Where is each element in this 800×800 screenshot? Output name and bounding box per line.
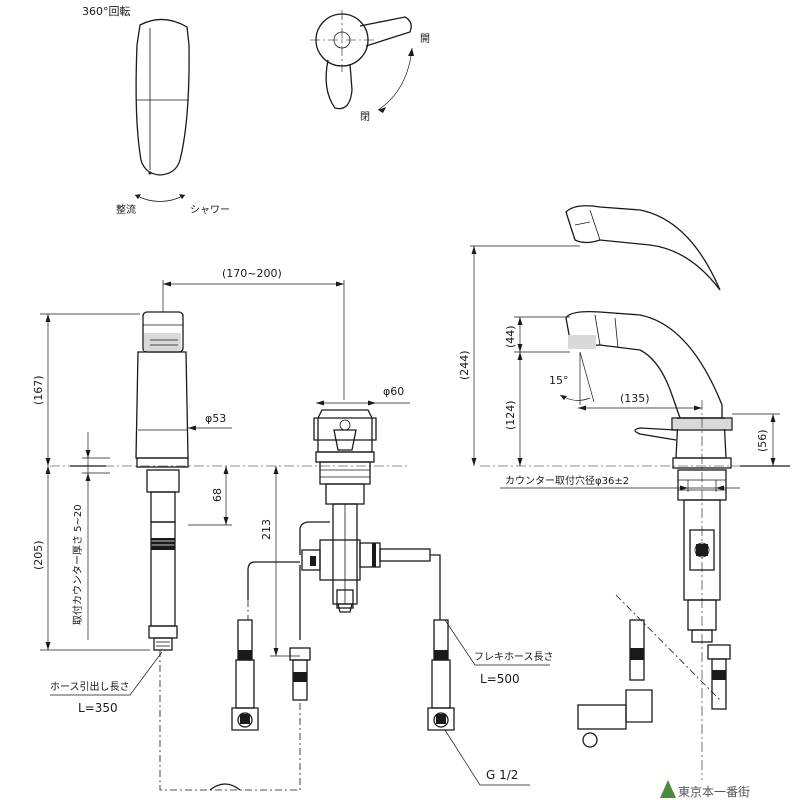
body-diameter-label: φ53: [205, 412, 226, 425]
rotation-label: 360°回転: [82, 5, 131, 18]
side-elevation: [480, 205, 790, 780]
dim-spout-height: [514, 351, 570, 466]
watermark-text: 東京本一番街: [678, 785, 750, 799]
dim-angle: [559, 351, 595, 405]
angle-label: 15°: [549, 374, 569, 387]
watermark-logo: [660, 780, 676, 798]
dim-spout-reach: [162, 280, 345, 400]
spout-projection-label: (135): [620, 392, 650, 405]
callout-thread: [444, 729, 530, 786]
body-height-label: (167): [32, 375, 45, 405]
dim-213: [270, 466, 300, 657]
dim-total-height: [470, 245, 580, 466]
dim-213-label: 213: [260, 519, 273, 540]
callout-flex-hose: [444, 619, 550, 666]
dim-handle-height: [732, 413, 780, 466]
flex-hose-value: L=500: [480, 672, 520, 686]
shower-label: シャワー: [190, 205, 230, 216]
hose-pull-label: ホース引出し長さ: [50, 680, 130, 693]
below-counter-label: (205): [32, 540, 45, 570]
dim-body-diameter: [188, 425, 232, 431]
dim-spout-projection: [578, 405, 702, 411]
handle-plan-view: [310, 10, 414, 113]
dim-counter-thickness: [82, 432, 110, 640]
flex-hoses: [159, 554, 455, 791]
spout-reach-label: (170~200): [222, 267, 282, 280]
dim-below-counter: [40, 466, 150, 651]
counter-hole-label: カウンター取付穴径φ36±2: [505, 474, 629, 487]
flex-hose-label: フレキホース長さ: [474, 651, 554, 663]
counter-thickness-label: 取付カウンター厚さ 5~20: [71, 504, 84, 625]
dim-body-height: [40, 313, 140, 466]
shank-assembly: [247, 409, 431, 701]
shank-diameter-label: φ60: [383, 385, 404, 398]
open-label: 開: [420, 33, 430, 45]
front-elevation: [50, 311, 410, 651]
dim-pullout: [514, 316, 570, 352]
hose-pull-value: L=350: [78, 701, 118, 715]
dim-shank-diameter: [316, 400, 410, 406]
callout-hose-pull: [50, 651, 163, 696]
thread-label: G 1/2: [486, 768, 518, 782]
dim-counter-hole: [500, 480, 740, 492]
dim-68: [188, 466, 232, 526]
handle-height-label: (56): [756, 429, 769, 452]
dim-68-label: 68: [211, 488, 224, 502]
close-label: 閉: [360, 111, 370, 123]
spray-head-front-view: [134, 18, 190, 202]
total-height-label: (244): [458, 350, 471, 380]
straight-label: 整流: [116, 203, 136, 216]
spout-height-label: (124): [504, 400, 517, 430]
pullout-label: (44): [504, 325, 517, 348]
